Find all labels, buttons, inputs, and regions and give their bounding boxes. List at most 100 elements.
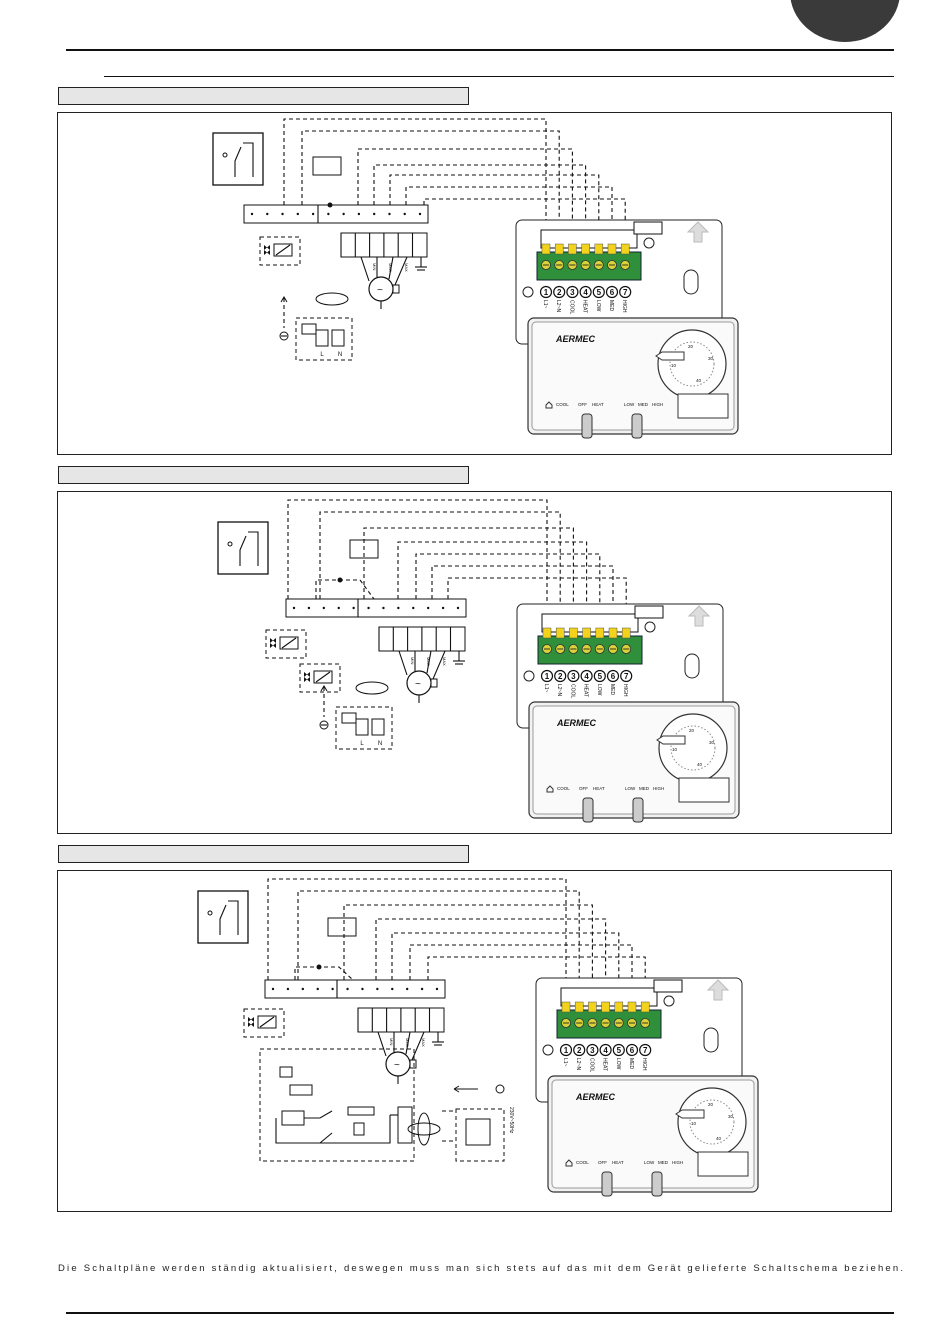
control-wire <box>389 174 600 244</box>
terminal-label: COOL <box>569 684 575 698</box>
terminal-number: 3 <box>590 1046 595 1055</box>
thermal-cutout <box>279 1066 293 1078</box>
motor-lead <box>426 650 432 674</box>
terminal-point <box>391 987 394 991</box>
dial-label: 40 <box>716 1136 722 1141</box>
terminal-label: L2~N <box>555 300 561 312</box>
terminal-tab <box>601 1001 610 1013</box>
display-window <box>678 777 730 803</box>
terminal-point <box>311 212 315 216</box>
terminal-point <box>412 606 415 610</box>
terminal-label: LOW <box>595 300 601 312</box>
speed-label: MED <box>639 786 650 791</box>
brand-logo: AERMEC <box>555 334 596 344</box>
terminal-point <box>441 606 445 610</box>
power-supply-box <box>455 1108 505 1162</box>
fuse <box>301 323 317 335</box>
motor-terminal-label: MIN <box>410 657 415 664</box>
arrow-icon <box>280 296 288 303</box>
terminal-label: LOW <box>615 1058 621 1070</box>
motor-lead <box>432 650 446 680</box>
terminal-point <box>403 212 406 216</box>
dial-label: 30 <box>728 1114 734 1119</box>
terminal-label: HIGH <box>622 684 628 697</box>
terminal-number-circle <box>554 669 567 683</box>
control-wire <box>343 904 593 1002</box>
dial-scale <box>689 1099 735 1145</box>
heater-relay <box>289 1084 313 1096</box>
terminal-tab <box>607 243 617 255</box>
mount-slot <box>684 653 700 679</box>
terminal-tab <box>588 1001 597 1013</box>
home-icon <box>546 785 554 793</box>
switch-contact <box>239 535 247 566</box>
dial-label: 30 <box>709 740 715 745</box>
speed-label: HIGH <box>652 402 663 407</box>
control-wire <box>267 878 567 1002</box>
switch-symbol-box <box>217 521 269 575</box>
terminal-number: 1 <box>545 672 550 681</box>
arrow-icon <box>320 685 328 692</box>
terminal-label: COOL <box>568 300 574 314</box>
control-wire <box>287 499 548 628</box>
switch-contact <box>243 142 254 177</box>
terminal-number-circle <box>567 669 580 683</box>
valve-icon <box>304 672 310 682</box>
terminal-number: 4 <box>603 1046 608 1055</box>
label-box <box>653 979 683 993</box>
motor-terminal-label: MAX <box>404 263 409 272</box>
terminal-number: 5 <box>617 1046 622 1055</box>
terminal-number: 5 <box>598 672 603 681</box>
temperature-dial <box>657 329 727 399</box>
earth-icon <box>279 331 289 341</box>
mode-switch <box>601 1171 613 1197</box>
terminal-number: 6 <box>611 672 616 681</box>
display-window <box>677 393 729 419</box>
motor-lead <box>405 1031 411 1055</box>
motor-lead <box>377 1031 387 1057</box>
wire <box>315 579 375 600</box>
label-box <box>634 605 664 619</box>
display-window <box>697 1151 749 1177</box>
terminal-tab <box>561 1001 571 1013</box>
control-wire <box>431 565 614 628</box>
terminal-point <box>376 987 379 991</box>
safety-thermostat <box>353 1122 365 1136</box>
terminal-number-circle <box>553 285 566 299</box>
control-wire <box>375 918 607 1002</box>
speed-label: HIGH <box>672 1160 683 1165</box>
valve-coil-mark <box>281 637 297 649</box>
earth-icon <box>495 1084 505 1094</box>
mode-label: HEAT <box>612 1160 624 1165</box>
control-wire <box>409 944 633 1002</box>
control-wire <box>357 148 573 244</box>
terminal-tab <box>620 243 630 255</box>
terminal-tab <box>595 627 605 639</box>
terminal-tab <box>541 243 551 255</box>
terminal-point <box>266 212 269 216</box>
terminal-point <box>456 606 460 610</box>
terminal-point <box>337 606 340 610</box>
valve-actuator-box <box>243 1008 285 1038</box>
terminal-number: 3 <box>570 288 575 297</box>
dial-scale <box>670 725 716 771</box>
section-header-3 <box>58 845 469 863</box>
mode-switch <box>581 413 593 439</box>
terminal-number: 1 <box>564 1046 569 1055</box>
terminal-number: 7 <box>624 672 629 681</box>
speed-switch <box>631 413 643 439</box>
wire <box>294 966 354 981</box>
terminal-number: 6 <box>630 1046 635 1055</box>
arrow-left-icon <box>453 1085 478 1093</box>
speed-label: LOW <box>644 1160 655 1165</box>
terminal-number: 4 <box>583 288 588 297</box>
terminal-number-circle <box>580 669 593 683</box>
motor-terminal-label: MAX <box>442 657 447 666</box>
mount-hole <box>542 1044 554 1056</box>
terminal-number-circle <box>620 669 633 683</box>
terminal-number: 2 <box>557 288 562 297</box>
terminal-label: MED <box>609 684 615 696</box>
heater-contact <box>319 1132 333 1144</box>
